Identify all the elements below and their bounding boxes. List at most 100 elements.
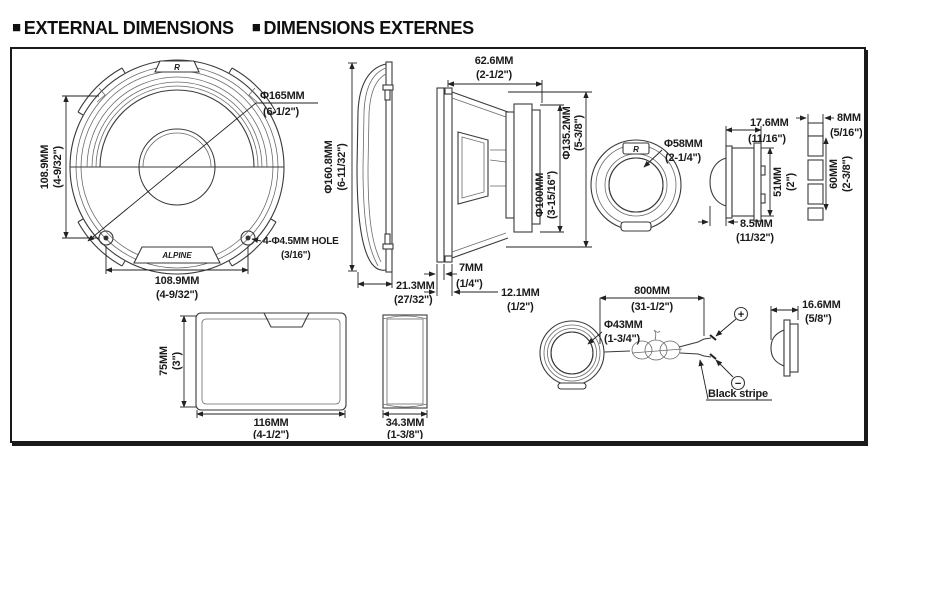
dim-label: (3/16") [281,250,310,261]
dim-label: 800MM [634,285,670,297]
dim-label: 7MM [459,262,483,274]
dim-label: 12.1MM [501,287,540,299]
wire-tie [653,329,661,341]
tweeter-flush-side-view: 16.6MM (5/8") [770,299,841,377]
dim-label: (4-1/2") [253,429,290,439]
dim-label: (27/32") [394,294,433,306]
title-bullet-icon: ■ [251,19,261,36]
dim-frame-diameter: Φ135.2MM (5-3/8") [506,91,592,248]
type-r-badge: R [154,60,200,73]
tweeter-dome [770,329,785,367]
tweeter-ring-view: 8MM (5/16") 60MM (2-3/8") [796,112,862,221]
crossover-side-view: 34.3MM (1-3/8") [382,314,428,439]
title-english: ■ EXTERNAL DIMENSIONS [12,18,234,39]
dim-tweeter-depth: 17.6MM (11/16") [725,117,789,146]
dim-label: Φ165MM [260,90,305,102]
tweeter-tab [557,382,587,390]
alpine-badge: ALPINE [133,246,221,264]
crossover-notch [263,312,310,328]
dim-mounting-depth: 62.6MM (2-1/2") [447,55,543,103]
grille-clip [382,243,394,250]
dim-label: 17.6MM [750,117,789,129]
speaker-wire [603,329,717,361]
woofer-dust-cap [138,128,216,206]
dim-label: (1/2") [507,301,534,313]
magnet-back-plate [531,109,541,225]
dim-label: Φ160.8MM [323,140,335,193]
type-r-badge: R [622,142,650,155]
title-english-label: EXTERNAL DIMENSIONS [23,18,234,38]
dim-grille-depth: 21.3MM (27/32") [357,272,435,306]
dim-label: 116MM [253,417,288,429]
dim-label: (1/4") [456,278,483,290]
title-french: ■ DIMENSIONS EXTERNES [252,18,474,39]
minus-icon: − [735,378,741,390]
grille-clip [382,84,394,91]
grille-side-view: Φ160.8MM (6-11/32") 21.3MM (27/32") [323,61,435,306]
dim-label: (1-3/8") [387,429,424,439]
dim-flange-thickness: 7MM (1/4") [424,262,483,296]
alpine-logo: ALPINE [161,251,192,260]
title-bullet-icon: ■ [12,19,21,36]
woofer-front-view: R ALPINE Φ165MM (6-1/2") 108.9MM (4-9/32… [39,59,339,301]
crossover-front-view: 75MM (3") 116MM (4-1/2") [158,312,347,439]
dim-label: 108.9MM [155,275,199,287]
page-title: ■ EXTERNAL DIMENSIONS ■ DIMENSIONS EXTER… [12,18,474,39]
dim-label: Φ135.2MM [561,106,573,159]
tweeter-dome [709,157,727,207]
dim-label: Φ100MM [534,173,546,218]
mount-hole [240,230,256,246]
dim-ring-depth: 8MM (5/16") [796,112,862,139]
dim-label: 60MM [828,159,840,189]
dim-tweeter-protrusion: 8.5MM (11/32") [698,206,775,244]
dim-label: (1-3/4") [604,333,641,345]
dim-label: (2-1/2") [476,69,513,81]
polarity-plus: + [715,306,749,337]
dim-label: (5/16") [830,127,862,139]
dim-label: (5/8") [805,313,832,325]
dim-label: 4-Φ4.5MM HOLE [263,236,339,247]
dim-crossover-height: 75MM (3") [158,315,196,408]
dim-label: (2-1/4") [665,152,702,164]
dim-label: Black stripe [708,388,768,400]
dim-front-protrusion: 12.1MM (1/2") [424,287,540,313]
dim-mount-hole: 4-Φ4.5MM HOLE (3/16") [251,236,339,261]
type-r-logo: R [633,145,639,154]
tweeter-wire-view: Φ43MM (1-3/4") 800MM (31-1/2") + − Black… [539,285,772,401]
dim-woofer-diameter: Φ165MM (6-1/2") [87,90,318,242]
dimensions-diagram: R ALPINE Φ165MM (6-1/2") 108.9MM (4-9/32… [39,55,862,439]
title-french-label: DIMENSIONS EXTERNES [263,18,475,38]
polarity-minus: − [715,359,746,391]
dim-tweeter-height: 51MM (2") [761,147,797,217]
dim-label: (4-9/32") [156,289,198,301]
dim-label: Φ43MM [604,319,643,331]
dim-tweeter-diameter: Φ58MM (2-1/4") [643,138,703,168]
dim-label: 62.6MM [475,55,514,67]
tweeter-front-view: R Φ58MM (2-1/4") [590,138,703,232]
dim-label: 75MM [158,346,170,376]
basket-strut [457,131,489,205]
black-stripe-callout: Black stripe [698,359,772,401]
plus-icon: + [738,309,744,321]
diagram-border: R ALPINE Φ165MM (6-1/2") 108.9MM (4-9/32… [10,47,866,443]
dim-label: (6-1/2") [263,106,300,118]
dim-woofer-bolt-horizontal: 108.9MM (4-9/32") [105,246,249,301]
dim-label: (2") [785,173,797,191]
dim-label: (6-11/32") [336,143,348,191]
dim-magnet-diameter: Φ100MM (3-15/16") [534,104,564,233]
dim-label: 51MM [772,167,784,197]
type-r-logo: R [174,63,180,72]
tweeter-tab [620,221,652,232]
tweeter-body [731,147,755,217]
dim-label: 16.6MM [802,299,841,311]
dim-woofer-bolt-vertical: 108.9MM (4-9/32") [39,95,99,239]
magnet-front-plate [505,111,515,219]
dim-grille-diameter: Φ160.8MM (6-11/32") [323,62,357,272]
tweeter-side-view: 17.6MM (11/16") 51MM (2") 8.5MM (11/32") [698,117,797,244]
dim-ring-height: 60MM (2-3/8") [823,137,853,211]
dim-crossover-depth: 34.3MM (1-3/8") [382,410,428,439]
dim-wire-length: 800MM (31-1/2") [599,285,705,344]
magnet [513,103,533,233]
dim-label: 8.5MM [740,218,773,230]
dim-label: (3") [171,352,183,370]
